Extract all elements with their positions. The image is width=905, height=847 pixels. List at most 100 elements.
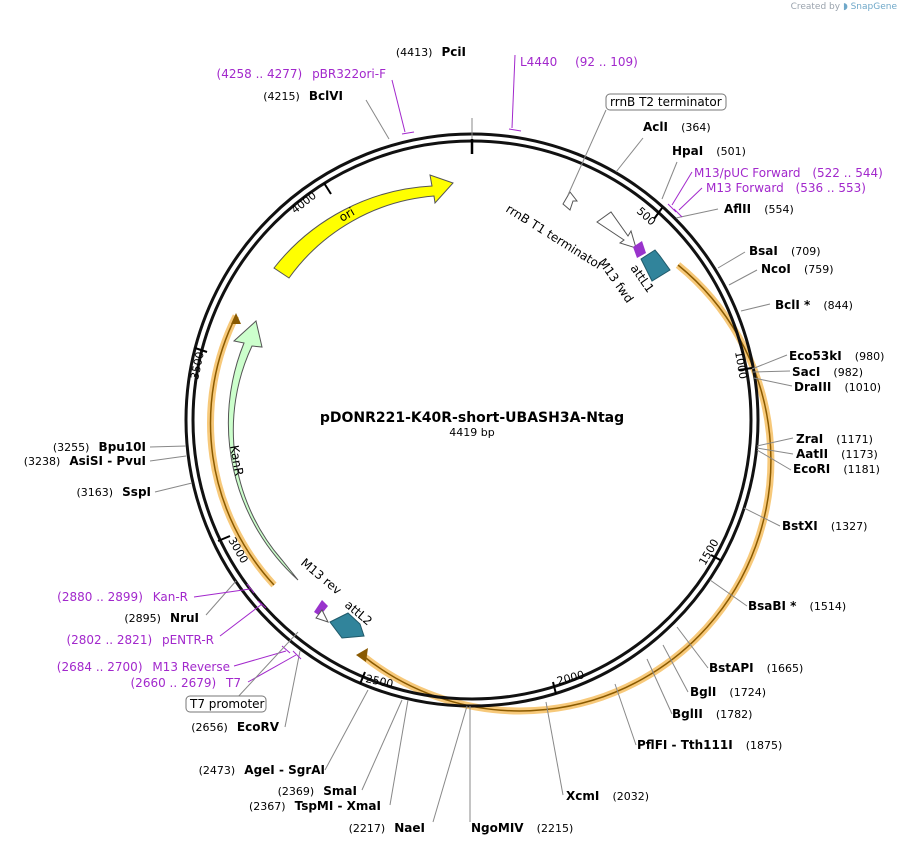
svg-text:Eco53kI (980): Eco53kI (980) [789, 345, 884, 364]
svg-text:L4440 (92 .. 109): L4440 (92 .. 109) [520, 55, 638, 69]
tick-1000: 1000 [732, 350, 753, 380]
snapgene-logo-icon: ◗ [842, 2, 848, 12]
svg-text:BstAPI (1665): BstAPI (1665) [709, 657, 803, 676]
svg-text:NgoMIV (2215): NgoMIV (2215) [471, 817, 573, 836]
primer-m13-reverse: (2684 .. 2700) M13 Reverse [57, 660, 230, 674]
svg-text:HpaI (501): HpaI (501) [672, 140, 746, 159]
primer-kan-r: (2880 .. 2899) Kan-R [57, 590, 188, 604]
svg-text:(2473) AgeI - SgrAI: (2473) AgeI - SgrAI [199, 759, 325, 778]
primer-pentr-r: (2802 .. 2821) pENTR-R [66, 633, 214, 647]
svg-text:(2684 .. 2700) M13 Reverse: (2684 .. 2700) M13 Reverse [57, 660, 230, 674]
svg-text:(4258 .. 4277) pBR322ori-F: (4258 .. 4277) pBR322ori-F [217, 67, 387, 81]
svg-text:(3255) Bpu10I: (3255) Bpu10I [53, 436, 146, 455]
primer-t7: (2660 .. 2679) T7 [131, 676, 242, 690]
svg-text:BglI (1724): BglI (1724) [690, 681, 766, 700]
svg-text:(2802 .. 2821) pENTR-R: (2802 .. 2821) pENTR-R [66, 633, 214, 647]
site-bglii: BglII (1782) [672, 707, 752, 721]
site-ecorv: (2656) EcoRV [191, 716, 279, 735]
svg-text:(2656) EcoRV: (2656) EcoRV [191, 716, 279, 735]
site-aatii: AatII (1173) [796, 443, 878, 462]
m13-fwd-feature [633, 241, 646, 258]
primer-m13-forward: M13 Forward (536 .. 553) [706, 181, 866, 195]
site-aflii: AflII (554) [724, 198, 794, 217]
svg-text:BclI * (844): BclI * (844) [775, 294, 853, 313]
rrnb-t2-callout: rrnB T2 terminator [567, 93, 727, 196]
site-zrai: ZraI (1171) [796, 428, 873, 447]
primer-leader-lines [193, 54, 703, 683]
site-sspi: (3163) SspI [76, 481, 151, 500]
svg-text:4000: 4000 [289, 189, 319, 216]
insert-line-left [209, 315, 275, 586]
site-ngomiv: NgoMIV (2215) [471, 817, 573, 836]
svg-text:(2880 .. 2899) Kan-R: (2880 .. 2899) Kan-R [57, 590, 188, 604]
site-leader-lines [149, 99, 794, 823]
insert-arrowhead-bottom [356, 648, 368, 662]
plasmid-name: pDONR221-K40R-short-UBASH3A-Ntag [320, 410, 624, 426]
insert-arrowhead-left [231, 313, 241, 324]
svg-text:BsaBI * (1514): BsaBI * (1514) [748, 595, 846, 614]
primer-m13-puc-forward: M13/pUC Forward (522 .. 544) [694, 166, 883, 180]
site-bpu10i: (3255) Bpu10I [53, 436, 146, 455]
svg-text:2500: 2500 [364, 672, 394, 691]
svg-text:DraIII (1010): DraIII (1010) [794, 376, 881, 395]
site-asisi-pvui: (3238) AsiSI - PvuI [24, 450, 146, 469]
site-tspmi-xmai: (2367) TspMI - XmaI [249, 795, 381, 814]
svg-text:1000: 1000 [732, 350, 750, 380]
site-bsai: BsaI (709) [749, 244, 821, 258]
site-saci: SacI (982) [792, 361, 863, 380]
ori-label: ori [337, 205, 358, 225]
m13-rev-feature [314, 600, 328, 616]
svg-text:(3163) SspI: (3163) SspI [76, 481, 151, 500]
svg-text:(2217) NaeI: (2217) NaeI [349, 817, 425, 836]
svg-text:AatII (1173): AatII (1173) [796, 443, 878, 462]
site-bcli: BclI * (844) [775, 294, 853, 313]
site-pflfi-tth111i: PflFI - Tth111I (1875) [637, 734, 782, 753]
svg-text:ZraI (1171): ZraI (1171) [796, 428, 873, 447]
attl1-feature-arrow [640, 249, 671, 282]
attl2-feature-arrow [329, 612, 365, 639]
plasmid-size: 4419 bp [449, 426, 494, 439]
site-agei-sgrai: (2473) AgeI - SgrAI [199, 759, 325, 778]
credit-prefix: Created by [790, 2, 841, 12]
site-ecori: EcoRI (1181) [793, 462, 880, 476]
svg-text:(3238) AsiSI - PvuI: (3238) AsiSI - PvuI [24, 450, 146, 469]
site-bclvi: (4215) BclVI [263, 85, 343, 104]
svg-text:AflII (554): AflII (554) [724, 198, 794, 217]
svg-text:AclI (364): AclI (364) [643, 116, 711, 135]
site-bgli: BglI (1724) [690, 681, 766, 700]
svg-text:M13 Forward (536 .. 553): M13 Forward (536 .. 553) [706, 181, 866, 195]
site-pcii: (4413) PciI [396, 45, 466, 59]
site-bstapi: BstAPI (1665) [709, 657, 803, 676]
svg-text:(4215) BclVI: (4215) BclVI [263, 85, 343, 104]
svg-text:NcoI (759): NcoI (759) [761, 258, 834, 277]
kanr-feature-arrow [227, 320, 299, 581]
ori-feature-arrow [273, 174, 454, 279]
site-bstxi: BstXI (1327) [782, 515, 867, 534]
site-ncoi: NcoI (759) [761, 258, 834, 277]
svg-text:PflFI - Tth111I (1875): PflFI - Tth111I (1875) [637, 734, 782, 753]
tick-500: 500 [634, 205, 663, 228]
primer-pbr322ori-f: (4258 .. 4277) pBR322ori-F [217, 67, 387, 81]
t7-promoter-callout: T7 promoter [185, 631, 299, 713]
site-smai: (2369) SmaI [278, 780, 357, 799]
site-bsabi: BsaBI * (1514) [748, 595, 846, 614]
svg-text:(2367) TspMI - XmaI: (2367) TspMI - XmaI [249, 795, 381, 814]
svg-text:(2895) NruI: (2895) NruI [124, 607, 199, 626]
primer-l4440: L4440 (92 .. 109) [520, 55, 638, 69]
site-hpai: HpaI (501) [672, 140, 746, 159]
rrnb-t2-terminator-arrow [562, 191, 579, 211]
site-naei: (2217) NaeI [349, 817, 425, 836]
tick-4000: 4000 [289, 182, 332, 216]
site-eco53ki: Eco53kI (980) [789, 345, 884, 364]
site-xcmi: XcmI (2032) [566, 789, 649, 803]
insert-line-right [361, 264, 772, 712]
svg-text:rrnB T2 terminator: rrnB T2 terminator [610, 95, 722, 109]
svg-text:BstXI (1327): BstXI (1327) [782, 515, 867, 534]
svg-text:(2369) SmaI: (2369) SmaI [278, 780, 357, 799]
svg-text:(2660 .. 2679) T7: (2660 .. 2679) T7 [131, 676, 242, 690]
credit-brand: SnapGene [850, 2, 897, 12]
svg-text:T7 promoter: T7 promoter [189, 697, 265, 711]
tick-2500: 2500 [359, 671, 394, 691]
tick-3500: 3500 [188, 347, 208, 381]
svg-text:SacI (982): SacI (982) [792, 361, 863, 380]
